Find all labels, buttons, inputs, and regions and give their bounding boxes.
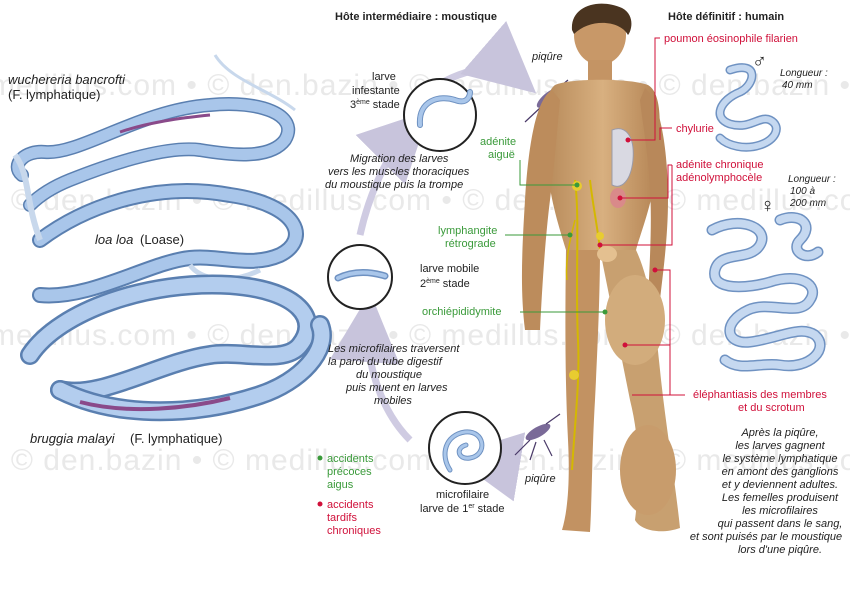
species-brugia-name: bruggia malayi	[30, 431, 116, 446]
pointer-lines-green	[505, 160, 605, 313]
label-lymphangite-1: lymphangite	[438, 225, 497, 237]
microfilaire-label-1: microfilaire	[436, 489, 489, 501]
header-intermediate-host: Hôte intermédiaire : moustique	[335, 11, 497, 23]
explanation-line-10: lors d'une piqûre.	[738, 544, 822, 556]
migration-text-2: vers les muscles thoraciques	[328, 166, 470, 178]
micro-text-3: du moustique	[356, 369, 422, 381]
piqure-top-label: piqûre	[531, 51, 563, 63]
explanation-line-4: en amont des ganglions	[722, 466, 839, 478]
male-symbol-icon: ♂	[752, 51, 767, 73]
label-poumon: poumon éosinophile filarien	[664, 33, 798, 45]
worm-wuchereria	[10, 54, 296, 212]
watermark-line-4: • © den.bazin • © medillus.com • © den.b…	[0, 444, 850, 477]
female-length-3: 200 mm	[789, 198, 826, 209]
female-symbol-icon: ♀	[760, 195, 775, 217]
mosquito-bottom-icon	[514, 413, 561, 461]
explanation-line-7: les microfilaires	[742, 505, 818, 517]
label-orchiepididymite: orchiépididymite	[422, 306, 501, 318]
micro-text-1: Les microfilaires traversent	[328, 343, 460, 355]
label-adenite-aigue-2: aiguë	[488, 149, 515, 161]
label-adenite-aigue-1: adénite	[480, 136, 516, 148]
species-brugia-type: (F. lymphatique)	[130, 431, 222, 446]
micro-text-2: la paroi du tube digestif	[328, 356, 443, 368]
female-length-2: 100 à	[790, 186, 815, 197]
larva3-label-2: infestante	[352, 85, 400, 97]
larva-stage3-circle	[403, 78, 477, 152]
microfilaire-label-2: larve de 1er stade	[420, 503, 505, 515]
migration-text-1: Migration des larves	[350, 153, 449, 165]
pointer-lines-red	[600, 37, 685, 396]
species-loa-name: loa loa	[95, 232, 133, 247]
species-wuchereria-type: (F. lymphatique)	[8, 87, 100, 102]
legend-acute-1: accidents	[327, 453, 374, 465]
explanation-text: Après la piqûre, les larves gagnent le s…	[690, 427, 843, 556]
legend-acute-2: précoces	[327, 466, 372, 478]
migration-text-3: du moustique puis la trompe	[325, 179, 463, 191]
legend-chronic-2: tardifs	[327, 512, 357, 524]
label-adenite-chronique-1: adénite chronique	[676, 159, 763, 171]
legend-acute-dot	[317, 455, 323, 461]
species-loa-type: (Loase)	[140, 232, 184, 247]
label-elephantiasis-1: éléphantiasis des membres	[693, 389, 827, 401]
legend-chronic-dot	[317, 501, 323, 507]
legend-chronic-3: chroniques	[327, 525, 381, 537]
explanation-line-5: et y deviennent adultes.	[722, 479, 838, 491]
label-chylurie: chylurie	[676, 123, 714, 135]
larva2-label-2: 2ème stade	[420, 278, 470, 290]
adult-male-worm	[715, 63, 781, 152]
explanation-line-8: qui passent dans le sang,	[718, 518, 843, 530]
header-definitive-host: Hôte définitif : humain	[668, 11, 784, 23]
larva2-label-1: larve mobile	[420, 263, 479, 275]
explanation-line-3: le système lymphatique	[723, 453, 838, 465]
male-length-1: Longueur :	[780, 68, 828, 79]
male-length-2: 40 mm	[782, 80, 813, 91]
larva3-label-1: larve	[372, 71, 396, 83]
label-adenite-chronique-2: adénolymphocèle	[676, 172, 762, 184]
explanation-line-2: les larves gagnent	[735, 440, 825, 452]
micro-text-4: puis muent en larves	[345, 382, 448, 394]
legend: accidents précoces aigus accidents tardi…	[317, 453, 381, 537]
label-lymphangite-2: rétrograde	[445, 238, 496, 250]
worm-brugia	[20, 274, 332, 422]
label-elephantiasis-2: et du scrotum	[738, 402, 805, 414]
species-wuchereria-name: wuchereria bancrofti	[8, 72, 126, 87]
legend-chronic-1: accidents	[327, 499, 374, 511]
legend-acute-3: aigus	[327, 479, 354, 491]
micro-text-5: mobiles	[374, 395, 412, 407]
piqure-bottom-label: piqûre	[524, 473, 556, 485]
explanation-line-6: Les femelles produisent	[722, 492, 839, 504]
human-figure	[521, 3, 680, 532]
worm-loa-loa	[12, 153, 304, 304]
explanation-line-1: Après la piqûre,	[740, 427, 818, 439]
female-length-1: Longueur :	[788, 174, 836, 185]
larva-stage2-circle	[327, 244, 393, 310]
larva3-label-3: 3ème stade	[350, 99, 400, 111]
watermark: medillus.com • © den.bazin • © medillus.…	[0, 69, 850, 477]
watermark-line-3: medillus.com • © den.bazin • © medillus.…	[0, 319, 850, 352]
microfilaire-circle	[428, 411, 502, 485]
explanation-line-9: et sont puisés par le moustique	[690, 531, 842, 543]
adult-female-worm	[706, 212, 826, 372]
